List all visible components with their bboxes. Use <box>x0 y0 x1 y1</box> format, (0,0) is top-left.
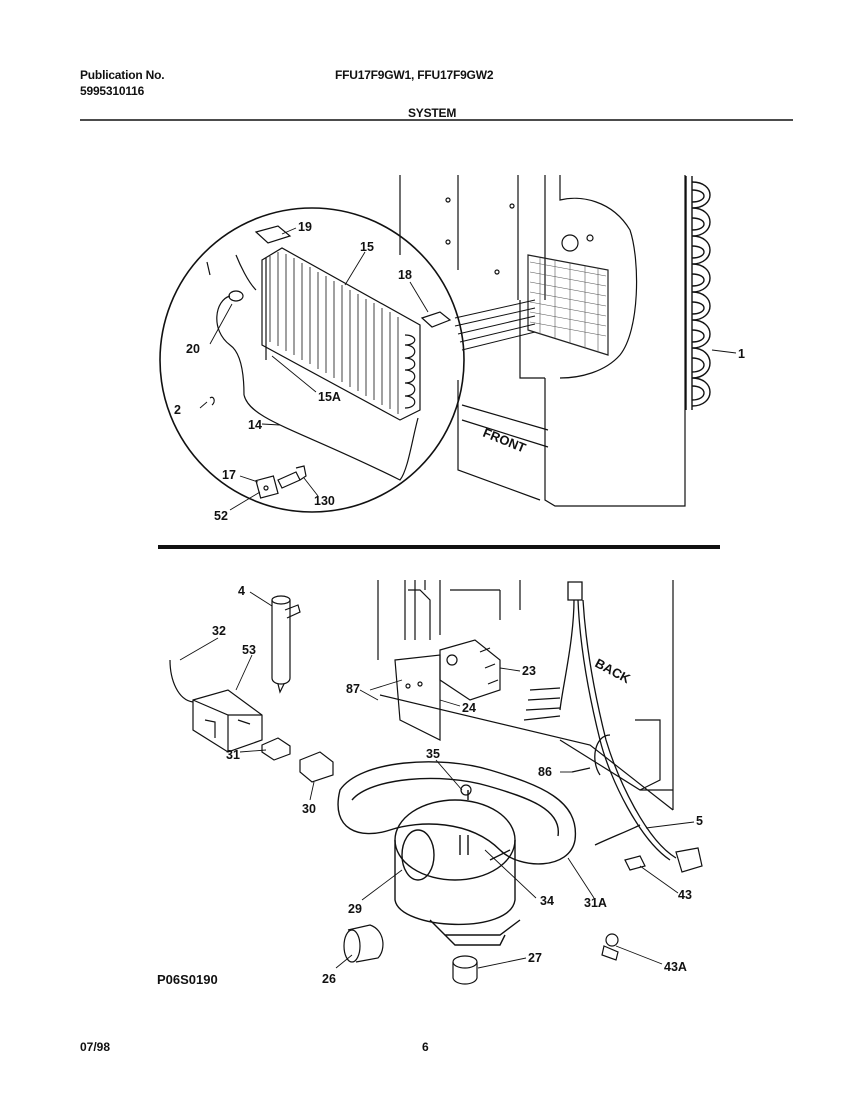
part-label-17: 17 <box>222 468 236 482</box>
drawing-id: P06S0190 <box>157 972 218 987</box>
part-label-26: 26 <box>322 972 336 986</box>
footer-date: 07/98 <box>80 1040 111 1054</box>
model-numbers: FFU17F9GW1, FFU17F9GW2 <box>335 68 494 82</box>
back-label: BACK <box>593 655 634 686</box>
grommet-icon <box>343 924 384 963</box>
front-label: FRONT <box>481 425 528 456</box>
screw-86-icon <box>571 767 591 773</box>
compressor-icon <box>394 790 521 946</box>
part-label-27: 27 <box>528 951 542 965</box>
part-label-5: 5 <box>696 814 703 828</box>
plug-icon <box>675 847 703 873</box>
part-label-87: 87 <box>346 682 360 696</box>
part-label-1: 1 <box>738 347 745 361</box>
evaporator-icon <box>261 247 421 421</box>
clip-18-icon <box>420 311 452 328</box>
part-label-130: 130 <box>314 494 335 508</box>
part-label-2: 2 <box>174 403 181 417</box>
part-label-23: 23 <box>522 664 536 678</box>
part-label-35: 35 <box>426 747 440 761</box>
part-label-32: 32 <box>212 624 226 638</box>
part-label-20: 20 <box>186 342 200 356</box>
drain-pan-icon <box>337 761 577 865</box>
part-label-34: 34 <box>540 894 554 908</box>
part-label-18: 18 <box>398 268 412 282</box>
condenser-coil-icon <box>685 176 711 410</box>
terminal-cover-31-icon <box>261 737 291 761</box>
screw-130-icon <box>277 465 307 489</box>
part-label-30: 30 <box>302 802 316 816</box>
drier-icon <box>271 595 301 694</box>
part-label-43: 43 <box>678 888 692 902</box>
part-label-15: 15 <box>360 240 374 254</box>
bracket-24-icon <box>394 654 441 741</box>
cover-30-icon <box>299 751 334 783</box>
defrost-timer-icon <box>439 639 501 701</box>
mount-grommet-icon <box>452 955 478 985</box>
clip-43-icon <box>624 855 646 871</box>
bracket-17-icon <box>255 475 279 499</box>
wire-harness-icon <box>523 581 677 861</box>
part-label-19: 19 <box>298 220 312 234</box>
part-label-43a: 43A <box>664 960 687 974</box>
defrost-terminator-icon <box>228 290 244 302</box>
publication-number: 5995310116 <box>80 84 145 98</box>
part-label-86: 86 <box>538 765 552 779</box>
part-label-24: 24 <box>462 701 476 715</box>
part-label-29: 29 <box>348 902 362 916</box>
section-title: SYSTEM <box>408 106 457 120</box>
clip-2-icon <box>209 396 215 406</box>
vent-grille-icon <box>527 254 609 356</box>
part-label-31: 31 <box>226 748 240 762</box>
part-label-53: 53 <box>242 643 256 657</box>
clip-43a-icon <box>605 933 619 947</box>
part-label-4: 4 <box>238 584 245 598</box>
publication-label: Publication No. <box>80 68 165 82</box>
relay-icon <box>169 659 263 753</box>
clip-19-icon <box>254 225 292 244</box>
part-label-15a: 15A <box>318 390 341 404</box>
part-label-31a: 31A <box>584 896 607 910</box>
part-label-52: 52 <box>214 509 228 523</box>
page-number: 6 <box>422 1040 429 1054</box>
part-label-14: 14 <box>248 418 262 432</box>
